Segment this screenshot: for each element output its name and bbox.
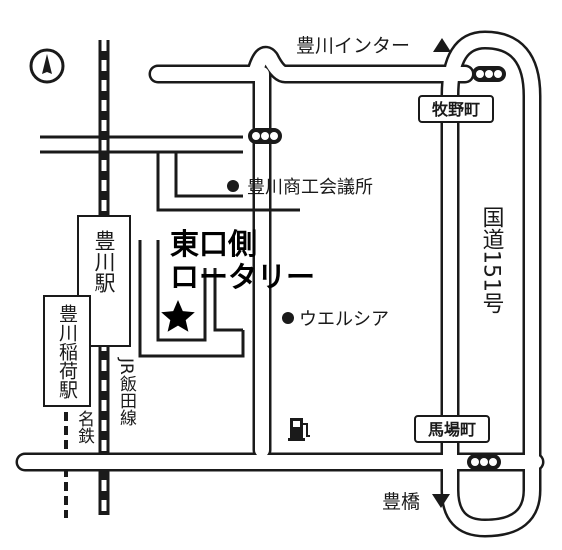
poi-dot-icon [227,180,239,192]
triangle-up-icon [433,38,451,52]
triangle-down-icon [432,494,450,508]
toyokawa-ic-label: 豊川インター [296,35,410,57]
jr-line-label: JR飯田線 [116,357,137,426]
traffic-light-icon [472,66,506,82]
inari-station-box: 豊川稲荷駅 [43,295,91,407]
welcia-label: ウエルシア [299,309,389,330]
chamber-label: 豊川商工会議所 [247,177,373,198]
secondary-roads [40,135,300,358]
route-label: 国道151号 [479,206,505,314]
toyokawa-station-box: 豊川駅 [77,215,131,347]
gas-station-icon [288,418,310,441]
baba-cho-label: 馬場町 [428,420,476,439]
inari-station-label: 豊川稲荷駅 [56,304,78,400]
makino-cho-badge: 牧野町 [418,95,494,123]
toyohashi-label: 豊橋 [382,491,420,513]
north-arrow-icon [29,48,65,84]
destination-line2: ロータリー [170,260,315,294]
traffic-light-icon [248,128,282,144]
makino-cho-label: 牧野町 [432,100,480,119]
meitetsu-label: 名鉄 [74,410,95,444]
toyokawa-station-label: 豊川駅 [92,230,116,293]
baba-cho-badge: 馬場町 [414,415,490,443]
poi-dot-icon [282,312,294,324]
star-icon [161,300,195,332]
traffic-light-icon [467,454,501,470]
destination-line1: 東口側 [170,227,257,261]
